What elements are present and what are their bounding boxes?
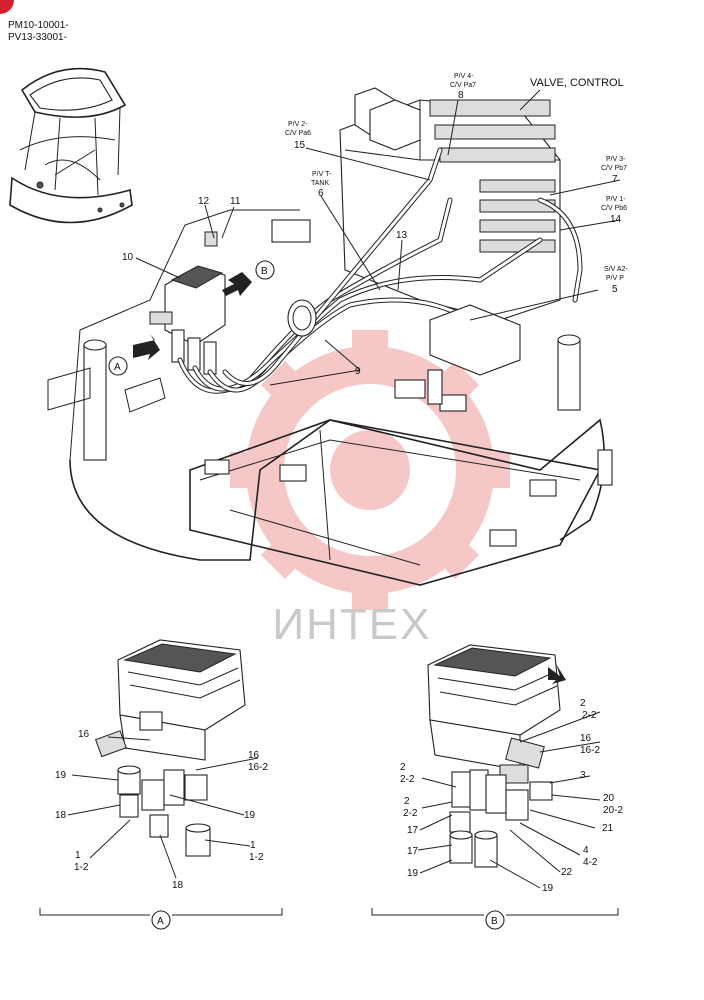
- detail-b-direction-arrow: [548, 664, 566, 684]
- callout-sva2-line2: P/V P: [606, 275, 624, 282]
- hose-bundle: [177, 147, 583, 394]
- detail-b-callout-19a: 19: [407, 868, 419, 879]
- main-view-labels: VALVE, CONTROL P/V 4- C/V Pa7 8 P/V 2- C…: [114, 73, 628, 377]
- view-b-marker: [222, 260, 275, 296]
- detail-a-callout-16b: 16: [248, 750, 260, 761]
- detail-b-callout-2c: 2: [580, 698, 586, 709]
- detail-a-labels: 16 19 18 1 1-2 18 16 16-2 19 1 1-2: [55, 729, 268, 891]
- detail-b-callout-20-2: 20-2: [603, 805, 623, 816]
- detail-a-callout-1b: 1: [250, 840, 256, 851]
- main-assembly: [47, 87, 621, 586]
- detail-b-callout-3: 3: [580, 770, 586, 781]
- callout-8: 8: [458, 90, 464, 101]
- detail-b-callout-2a: 2: [400, 762, 406, 773]
- callout-6: 6: [318, 188, 324, 199]
- leader-lines-main: [135, 89, 621, 386]
- callout-pv2-line1: P/V 2-: [288, 121, 308, 128]
- callout-pv1-line2: C/V Pb6: [601, 205, 627, 212]
- callout-12: 12: [198, 196, 210, 207]
- detail-b-callout-4: 4: [583, 845, 589, 856]
- detail-a-caption: A: [39, 908, 283, 930]
- detail-a-callout-19a: 19: [55, 770, 67, 781]
- excavator-thumbnail: [9, 67, 133, 224]
- callout-pv4-line2: C/V Pa7: [450, 82, 476, 89]
- callout-sva2-line1: S/V A2-: [604, 266, 628, 273]
- serial-range: PM10-10001- PV13-33001-: [8, 20, 69, 44]
- callout-13: 13: [396, 230, 408, 241]
- detail-a-callout-18a: 18: [55, 810, 67, 821]
- detail-a-drawing: [67, 639, 259, 879]
- detail-a-callout-19b: 19: [244, 810, 256, 821]
- callout-10: 10: [122, 252, 134, 263]
- callout-pvt-line1: P/V T-: [312, 171, 332, 178]
- detail-b-callout-22: 22: [561, 867, 573, 878]
- callout-14: 14: [610, 214, 622, 225]
- callout-5: 5: [612, 284, 618, 295]
- view-a-letter: A: [114, 362, 121, 373]
- serial-number-1: PM10-10001-: [8, 20, 69, 31]
- callout-pvt-line2: TANK: [311, 180, 329, 187]
- callout-pv3-line1: P/V 3-: [606, 156, 626, 163]
- view-b-letter: B: [261, 266, 268, 277]
- callout-11: 11: [230, 196, 241, 207]
- callout-15: 15: [294, 140, 306, 151]
- detail-b-labels: 2 2-2 16 16-2 3 20 20-2 21 4 4-2 22 2 2-…: [400, 698, 623, 894]
- serial-number-2: PV13-33001-: [8, 32, 67, 43]
- detail-a-letter: A: [157, 916, 164, 927]
- callout-pv4-line1: P/V 4-: [454, 73, 474, 80]
- detail-b-callout-19b: 19: [542, 883, 554, 894]
- callout-pv3-line2: C/V Pb7: [601, 165, 627, 172]
- detail-b-letter: B: [491, 916, 498, 927]
- valve-spools: [429, 99, 556, 253]
- detail-b-drawing: [417, 644, 601, 889]
- detail-b-callout-4-2: 4-2: [583, 857, 598, 868]
- callout-pv1-line1: P/V 1-: [606, 196, 626, 203]
- watermark-text: ИНТЕХ: [272, 600, 432, 649]
- detail-b-callout-16: 16: [580, 733, 592, 744]
- detail-a-callout-16: 16: [78, 729, 90, 740]
- detail-b-callout-16-2: 16-2: [580, 745, 600, 756]
- detail-b-callout-17b: 17: [407, 846, 419, 857]
- detail-b-callout-2b: 2: [404, 796, 410, 807]
- callout-7: 7: [612, 174, 618, 185]
- detail-a-callout-1-2b: 1-2: [249, 852, 264, 863]
- detail-b-callout-21: 21: [602, 823, 614, 834]
- detail-b-callout-20: 20: [603, 793, 615, 804]
- detail-b-callout-2-2a: 2-2: [400, 774, 415, 785]
- view-a-marker: [108, 334, 160, 376]
- pilot-valve-block: [149, 231, 226, 375]
- detail-a-callout-16-2: 16-2: [248, 762, 268, 773]
- detail-b-caption: B: [371, 908, 619, 930]
- detail-a-callout-1-2a: 1-2: [74, 862, 89, 873]
- callout-9: 9: [355, 366, 361, 377]
- detail-b-callout-2-2c: 2-2: [582, 710, 597, 721]
- detail-b-callout-2-2b: 2-2: [403, 808, 418, 819]
- frame-blocks: [204, 219, 613, 547]
- detail-a-callout-1a: 1: [75, 850, 81, 861]
- callout-pv2-line2: C/V Pa6: [285, 130, 311, 137]
- valve-control-title: VALVE, CONTROL: [530, 77, 624, 89]
- detail-a-callout-18b: 18: [172, 880, 184, 891]
- detail-b-callout-17a: 17: [407, 825, 419, 836]
